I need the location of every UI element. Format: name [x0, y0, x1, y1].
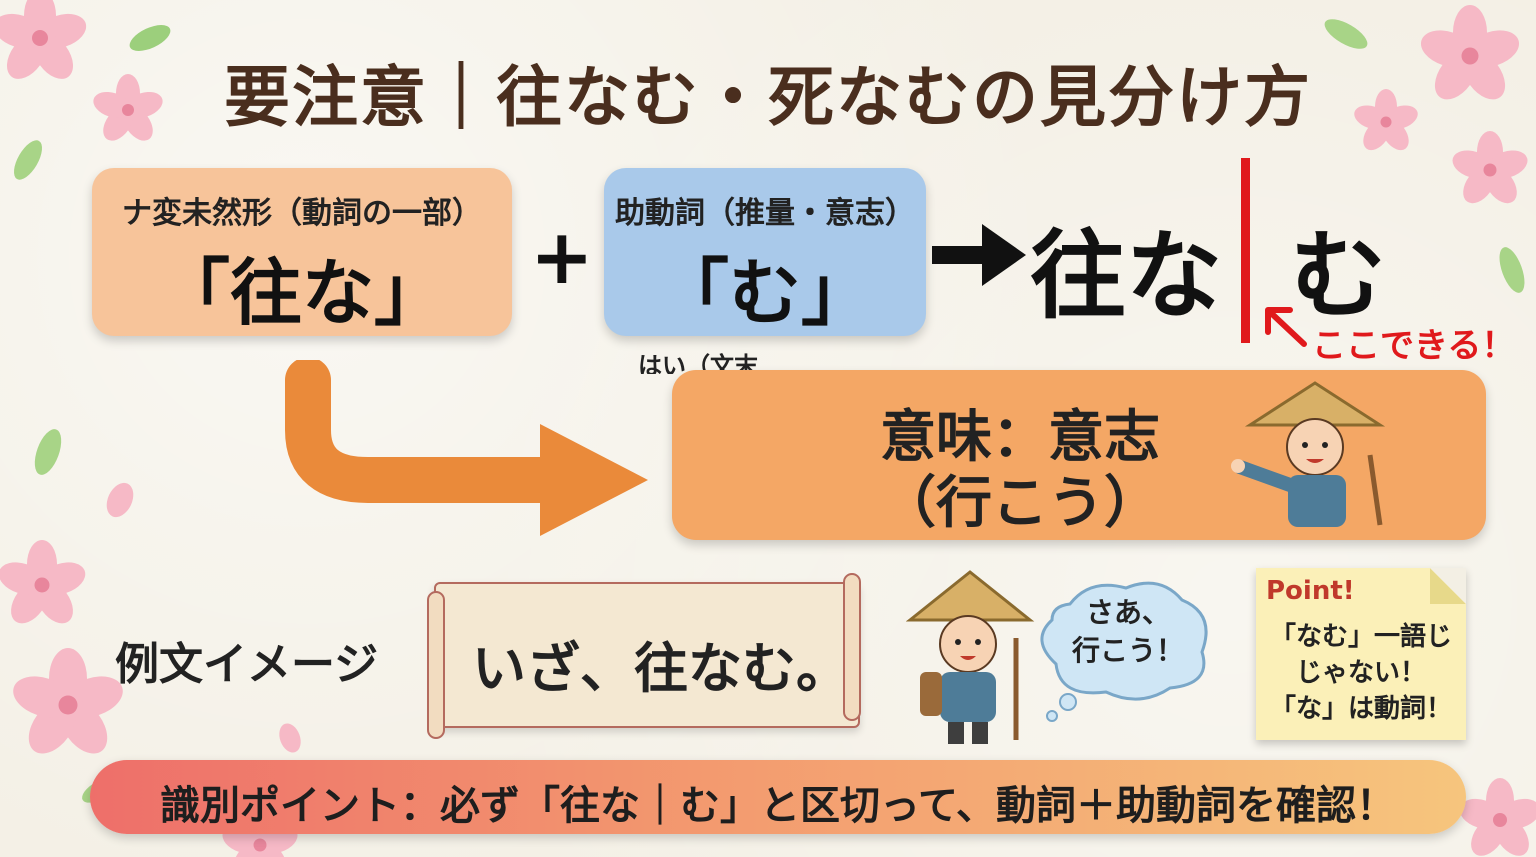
meaning-line-1: 意味：意志 [880, 405, 1160, 470]
leaf-icon [1324, 19, 1368, 49]
result-verb-part: 往な [1030, 220, 1222, 332]
sakura-flower-icon [1448, 131, 1532, 210]
note-line-1: 「なむ」一語じ [1269, 622, 1452, 652]
note-title: Point! [1266, 576, 1355, 606]
result-auxiliary-part: む [1290, 220, 1386, 332]
red-pointer-arrow-icon [1265, 307, 1307, 347]
verb-stem-word: 「往な」 [157, 251, 446, 335]
note-fold-icon [1430, 568, 1466, 604]
thought-bubble-icon [1040, 581, 1208, 722]
verb-stem-caption: ナ変未然形（動詞の一部） [122, 196, 482, 231]
note-line-2: じゃない！ [1295, 658, 1426, 688]
scroll-icon [427, 573, 861, 739]
meaning-line-2: （行こう） [880, 471, 1160, 536]
auxiliary-verb-caption: 助動詞（推量・意志） [615, 196, 915, 231]
auxiliary-verb-word: 「む」 [656, 251, 873, 335]
speech-line-2: 行こう！ [1071, 634, 1184, 667]
leaf-icon [34, 429, 62, 475]
example-label: 例文イメージ [115, 639, 379, 690]
traveler-character-icon [906, 570, 1035, 744]
sakura-flower-icon [7, 648, 129, 763]
note-line-3: 「な」は動詞！ [1269, 694, 1452, 724]
meaning-box [672, 370, 1486, 540]
identification-point-banner: 識別ポイント：必ず「往な｜む」と区切って、動詞＋助動詞を確認！ [90, 760, 1466, 834]
speech-line-1: さあ、 [1085, 596, 1170, 629]
sakura-petal-icon [279, 723, 301, 753]
leaf-icon [14, 140, 42, 180]
leaf-icon [1499, 247, 1525, 293]
auxiliary-verb-box: 助動詞（推量・意志） 「む」 [604, 168, 926, 336]
point-sticky-note: Point! 「なむ」一語じ じゃない！ 「な」は動詞！ [1256, 568, 1466, 740]
sakura-petal-icon [106, 482, 134, 518]
speech-bubble-text: さあ、 行こう！ [1058, 594, 1198, 670]
verb-stem-box: ナ変未然形（動詞の一部） 「往な」 [92, 168, 512, 336]
partially-hidden-text: はい（文末 [638, 352, 758, 374]
cut-here-label: ここできる！ [1312, 326, 1516, 366]
split-marker-bar [1241, 158, 1250, 343]
page-title: 要注意｜往なむ・死なむの見分け方 [224, 59, 1312, 136]
curved-arrow-icon [285, 360, 648, 536]
sakura-flower-icon [1455, 778, 1536, 857]
bold-right-arrow-icon [932, 224, 1026, 286]
identification-point-text: 識別ポイント：必ず「往な｜む」と区切って、動詞＋助動詞を確認！ [160, 783, 1396, 829]
plus-sign: + [530, 212, 594, 301]
sakura-flower-icon [0, 540, 90, 631]
traveler-character-icon [1231, 381, 1386, 527]
example-scroll: いざ、往なむ。 [434, 582, 860, 728]
example-sentence: いざ、往なむ。 [472, 637, 850, 700]
leaf-icon [129, 25, 171, 51]
